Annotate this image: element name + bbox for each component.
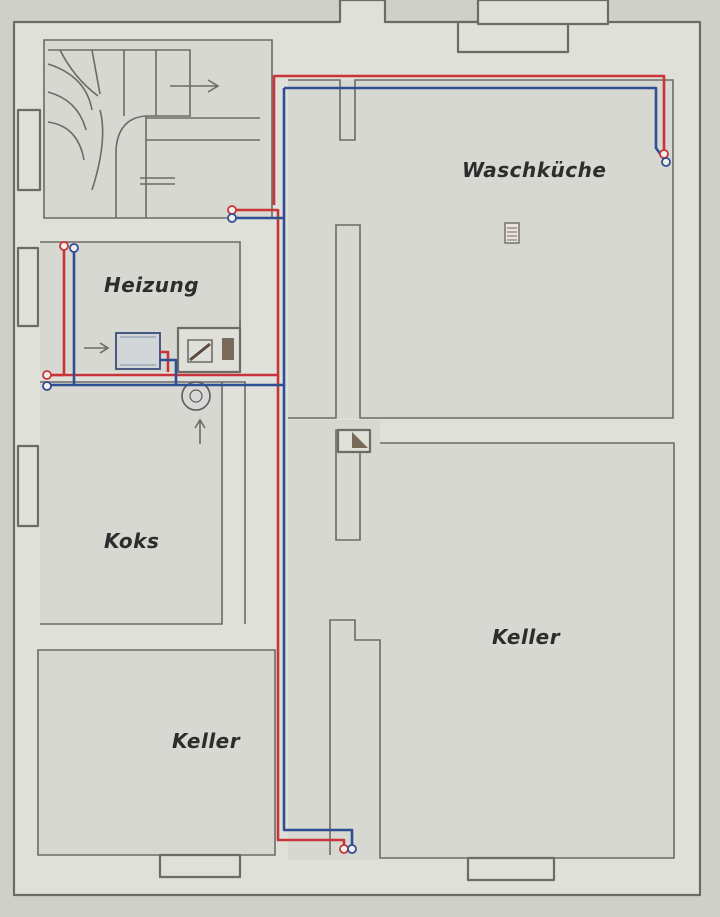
room-label-keller-left: Keller: [172, 729, 241, 753]
room-label-koks: Koks: [104, 529, 159, 553]
vent-icon: [504, 222, 520, 244]
room-label-waschkueche: Waschküche: [462, 158, 606, 182]
staircase-icon: [47, 49, 260, 218]
pump-icon: [181, 381, 211, 444]
room-label-keller-right: Keller: [492, 625, 561, 649]
supply-pipes: [46, 74, 666, 848]
window-niches: [16, 0, 610, 882]
room-label-heizung: Heizung: [104, 273, 199, 297]
chimney-icon: [176, 326, 372, 454]
valve-icon: [42, 149, 671, 854]
arrow-icon: [170, 79, 220, 93]
